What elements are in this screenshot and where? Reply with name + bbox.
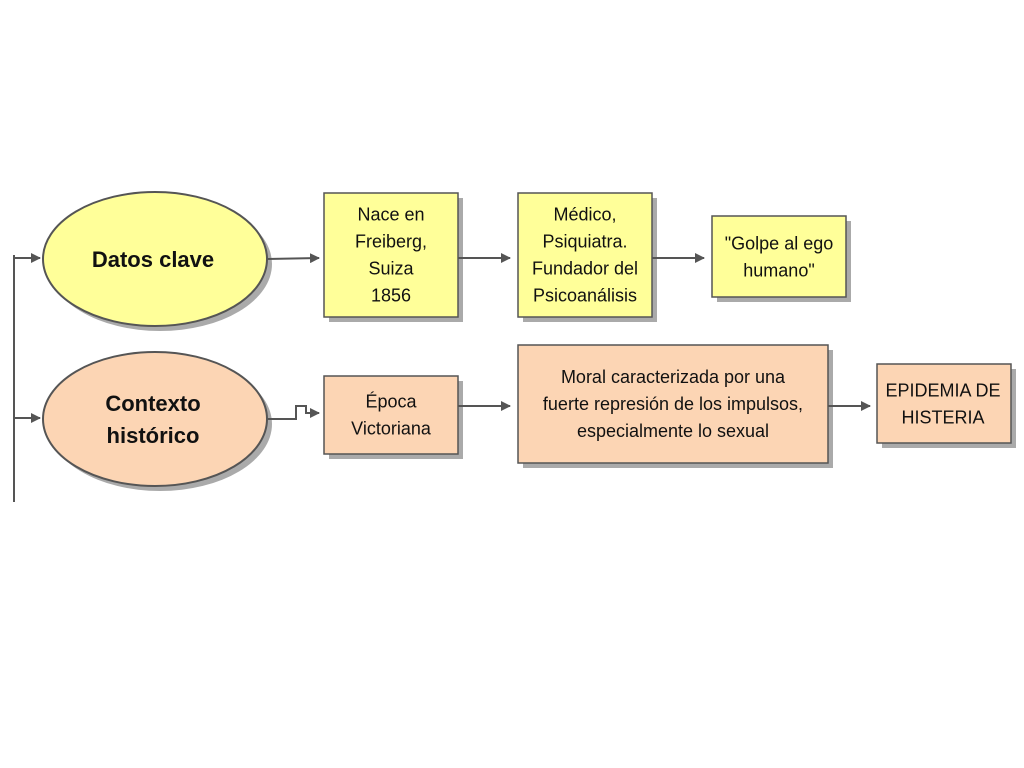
box-epidemia-de-histeria: EPIDEMIA DE HISTERIA xyxy=(876,363,1016,448)
text-line: fuerte represión de los impulsos, xyxy=(543,394,803,414)
text-line: EPIDEMIA DE xyxy=(885,381,1000,401)
box-moral-caracterizada: Moral caracterizada por una fuerte repres… xyxy=(517,344,833,468)
box-moral-caracterizada-text: Moral caracterizada por una fuerte repres… xyxy=(543,367,803,441)
box-nace-en-freiberg: Nace en Freiberg, Suiza 1856 xyxy=(323,192,463,322)
text-line: Victoriana xyxy=(351,419,432,439)
oval-contexto-historico: Contexto histórico xyxy=(42,351,272,491)
oval-contexto-historico-label: Contexto histórico xyxy=(105,391,200,448)
text-line: Moral caracterizada por una xyxy=(561,367,786,387)
text-line: HISTERIA xyxy=(901,408,984,428)
box-nace-en-freiberg-text: Nace en Freiberg, Suiza 1856 xyxy=(355,205,427,306)
text-line: Psiquiatra. xyxy=(542,232,627,252)
text-line: Datos clave xyxy=(92,247,214,272)
oval-datos-clave-label: Datos clave xyxy=(92,247,214,272)
text-line: Suiza xyxy=(368,259,414,279)
text-line: Fundador del xyxy=(532,259,638,279)
oval-datos-clave: Datos clave xyxy=(42,191,272,331)
text-line: Psicoanálisis xyxy=(533,286,637,306)
text-line: Contexto xyxy=(105,391,200,416)
text-line: 1856 xyxy=(371,286,411,306)
text-line: Freiberg, xyxy=(355,232,427,252)
box-epidemia-de-histeria-text: EPIDEMIA DE HISTERIA xyxy=(885,381,1000,428)
box-golpe-al-ego: "Golpe al ego humano" xyxy=(711,215,851,302)
text-line: especialmente lo sexual xyxy=(577,421,769,441)
text-line: Época xyxy=(365,392,417,412)
text-line: histórico xyxy=(107,423,200,448)
box-golpe-al-ego-text: "Golpe al ego humano" xyxy=(725,234,833,281)
arrow-oval1-to-box1 xyxy=(266,253,320,264)
text-line: humano" xyxy=(743,261,814,281)
arrow-oval2-to-box1 xyxy=(267,405,320,420)
text-line: Médico, xyxy=(553,205,616,225)
text-line: "Golpe al ego xyxy=(725,234,833,254)
text-line: Nace en xyxy=(357,205,424,225)
